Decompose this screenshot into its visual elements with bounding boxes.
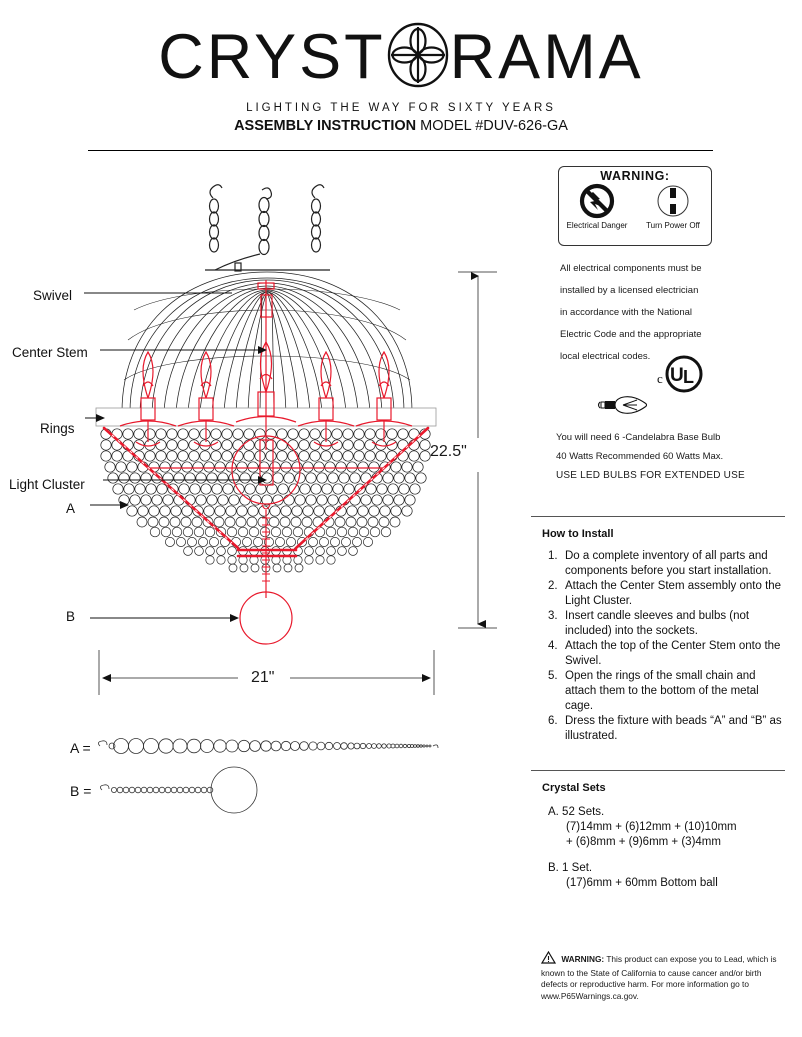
- dimension-width: 21": [251, 669, 275, 686]
- label-swivel: Swivel: [33, 288, 73, 303]
- install-step-text: Dress the fixture with beads “A” and “B”…: [565, 715, 782, 742]
- label-bead-b: B: [66, 609, 76, 624]
- install-step-number: 5.: [548, 670, 558, 682]
- warning-triangle-icon: [540, 950, 558, 966]
- label-light-cluster: Light Cluster: [9, 477, 85, 492]
- crystal-set-a-line-2: + (6)8mm + (9)6mm + (3)4mm: [566, 836, 721, 848]
- crystorama-flower-logo-icon: [387, 22, 449, 93]
- warning-box: WARNING: Electrical Danger Turn Power Of…: [558, 166, 712, 246]
- power-off-switch-icon: [655, 183, 691, 224]
- electrical-notice-line-2: installed by a licensed electrician: [560, 285, 699, 296]
- header-divider: [88, 150, 713, 151]
- install-step: 4. Attach the top of the Center Stem onto…: [548, 639, 788, 669]
- legend-label-b: B =: [70, 783, 92, 799]
- warning-box-captions: Electrical Danger Turn Power Off: [559, 221, 711, 230]
- legend-strand-a: [98, 738, 439, 754]
- brand-text-right: RAMA: [449, 22, 644, 92]
- crystal-section-divider: [531, 770, 785, 771]
- brand-logo: CRYST RAMA: [0, 22, 802, 93]
- warning-box-icons: [559, 183, 711, 224]
- electrical-notice-line-5: local electrical codes.: [560, 351, 651, 362]
- width-dimension-line: [98, 650, 435, 695]
- install-step: 3. Insert candle sleeves and bulbs (not i…: [548, 609, 788, 639]
- crystal-bead-bowl: [100, 428, 431, 573]
- install-steps-list: 1. Do a complete inventory of all parts a…: [548, 549, 788, 744]
- bulb-specifications: You will need 6 -Candelabra Base Bulb 40…: [556, 428, 791, 485]
- brand-tagline: LIGHTING THE WAY FOR SIXTY YEARS: [246, 102, 556, 114]
- crystal-section-title: Crystal Sets: [542, 782, 606, 794]
- candelabra-bulb-icon: [597, 392, 653, 423]
- electrical-notice-line-4: Electric Code and the appropriate: [560, 329, 702, 340]
- crystal-set-a-line-1: (7)14mm + (6)12mm + (10)10mm: [566, 821, 737, 833]
- crystal-set-b-heading: B. 1 Set.: [548, 862, 593, 874]
- crystal-sets-list: A. 52 Sets. (7)14mm + (6)12mm + (10)10mm…: [548, 805, 793, 891]
- install-step-text: Attach the Center Stem assembly onto the…: [565, 580, 782, 607]
- install-section-divider: [531, 516, 785, 517]
- install-step-text: Do a complete inventory of all parts and…: [565, 550, 772, 577]
- svg-text:U: U: [670, 365, 684, 386]
- assembly-title-bold: ASSEMBLY INSTRUCTION: [234, 118, 417, 134]
- light-cluster-overlay: [119, 280, 413, 645]
- install-step: 1. Do a complete inventory of all parts a…: [548, 549, 788, 579]
- install-step-number: 1.: [548, 550, 558, 562]
- install-step: 5. Open the rings of the small chain and …: [548, 669, 788, 714]
- bead-strand-a-overlay: [102, 426, 430, 558]
- bead-strand-a-detail: [111, 434, 421, 544]
- prop65-warning-heading: WARNING:: [561, 954, 605, 964]
- bulb-spec-led-note: USE LED BULBS FOR EXTENDED USE: [556, 470, 745, 481]
- crystal-set-b-line-1: (17)6mm + 60mm Bottom ball: [566, 877, 718, 889]
- install-step-text: Insert candle sleeves and bulbs (not inc…: [565, 610, 750, 637]
- c-ul-listed-mark-icon: c U L: [655, 355, 707, 398]
- install-step-number: 6.: [548, 715, 558, 727]
- brand-text-left: CRYST: [158, 22, 386, 92]
- install-section-title: How to Install: [542, 528, 614, 540]
- electrical-shock-prohibited-icon: [579, 183, 615, 224]
- install-step-text: Open the rings of the small chain and at…: [565, 670, 759, 712]
- hanging-chains: [208, 184, 325, 256]
- dimension-height: 22.5": [430, 443, 467, 460]
- bulb-spec-count: You will need 6 -Candelabra Base Bulb: [556, 432, 721, 443]
- assembly-title: ASSEMBLY INSTRUCTION MODEL #DUV-626-GA: [0, 118, 802, 134]
- crystal-set-a-heading: A. 52 Sets.: [548, 806, 605, 818]
- install-step-number: 4.: [548, 640, 558, 652]
- install-step-number: 3.: [548, 610, 558, 622]
- label-rings: Rings: [40, 421, 75, 436]
- label-center-stem: Center Stem: [12, 345, 88, 360]
- install-step: 2. Attach the Center Stem assembly onto t…: [548, 579, 788, 609]
- warning-caption-turn-power-off: Turn Power Off: [646, 221, 700, 230]
- assembly-model-number: MODEL #DUV-626-GA: [416, 118, 568, 134]
- svg-text:L: L: [683, 367, 694, 387]
- label-leader-lines: [84, 292, 267, 622]
- electrical-notice-line-1: All electrical components must be: [560, 263, 702, 274]
- install-step-number: 2.: [548, 580, 558, 592]
- crystal-sets-spacer: [548, 850, 793, 861]
- prop65-warning: WARNING: This product can expose you to …: [540, 950, 789, 1002]
- warning-caption-electrical-danger: Electrical Danger: [566, 221, 628, 230]
- brand-header: CRYST RAMA LIGHTING THE WAY FOR SIXTY YE…: [0, 22, 802, 114]
- electrical-notice-line-3: in accordance with the National: [560, 307, 693, 318]
- height-dimension-line: [458, 271, 497, 629]
- prop65-warning-body: This product can expose you to Lead, whi…: [541, 954, 777, 1001]
- legend-strand-b: [100, 766, 258, 814]
- bulb-spec-wattage: 40 Watts Recommended 60 Watts Max.: [556, 451, 724, 462]
- swivel-bar: [205, 253, 330, 272]
- svg-text:c: c: [657, 371, 663, 386]
- electrical-notice: All electrical components must be instal…: [560, 258, 790, 368]
- label-bead-a: A: [66, 501, 76, 516]
- chandelier-diagram: [84, 184, 497, 814]
- legend-label-a: A =: [70, 740, 91, 756]
- warning-box-title: WARNING:: [600, 169, 670, 183]
- install-step-text: Attach the top of the Center Stem onto t…: [565, 640, 781, 667]
- install-step: 6. Dress the fixture with beads “A” and “…: [548, 714, 788, 744]
